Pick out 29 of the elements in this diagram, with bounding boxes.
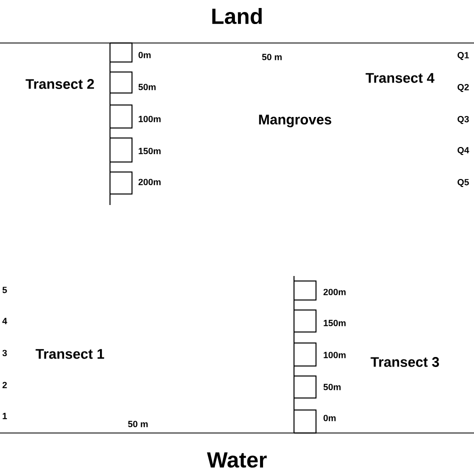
distance-label: 100m <box>138 116 161 122</box>
transect-label: Transect 2 <box>26 79 94 89</box>
quadrat-label: 3 <box>2 350 7 356</box>
distance-label: 0m <box>138 52 151 58</box>
quadrat-label: Q5 <box>458 178 469 188</box>
transect-label: Transect 1 <box>36 349 104 359</box>
distance-label: 150m <box>138 148 161 154</box>
transect-label: Transect 4 <box>366 73 434 83</box>
distance-label: 150m <box>324 320 346 326</box>
zone-label: Mangroves <box>259 114 332 128</box>
quadrat-label: Q2 <box>458 84 469 92</box>
quadrat-label: 4 <box>2 318 8 324</box>
distance-label: 0m <box>324 414 336 422</box>
quadrat-label: 5 <box>2 286 7 294</box>
distance-label: 50 m <box>128 420 148 428</box>
distance-label: 200m <box>138 178 161 186</box>
caption: Water <box>206 452 267 468</box>
quadrat-label: 2 <box>2 382 7 388</box>
distance-label: 50 m <box>262 54 282 60</box>
quadrat-label: Q1 <box>458 52 469 60</box>
transect-label: Transect 3 <box>370 357 439 367</box>
distance-label: 50m <box>138 84 156 90</box>
distance-label: 50m <box>323 384 341 390</box>
distance-label: 100m <box>324 352 346 358</box>
quadrat-label: Q4 <box>458 146 470 155</box>
title: Land <box>212 8 262 24</box>
distance-label: 200m <box>324 288 346 296</box>
quadrat-label: 1 <box>2 412 7 420</box>
quadrat-label: Q3 <box>458 116 469 124</box>
